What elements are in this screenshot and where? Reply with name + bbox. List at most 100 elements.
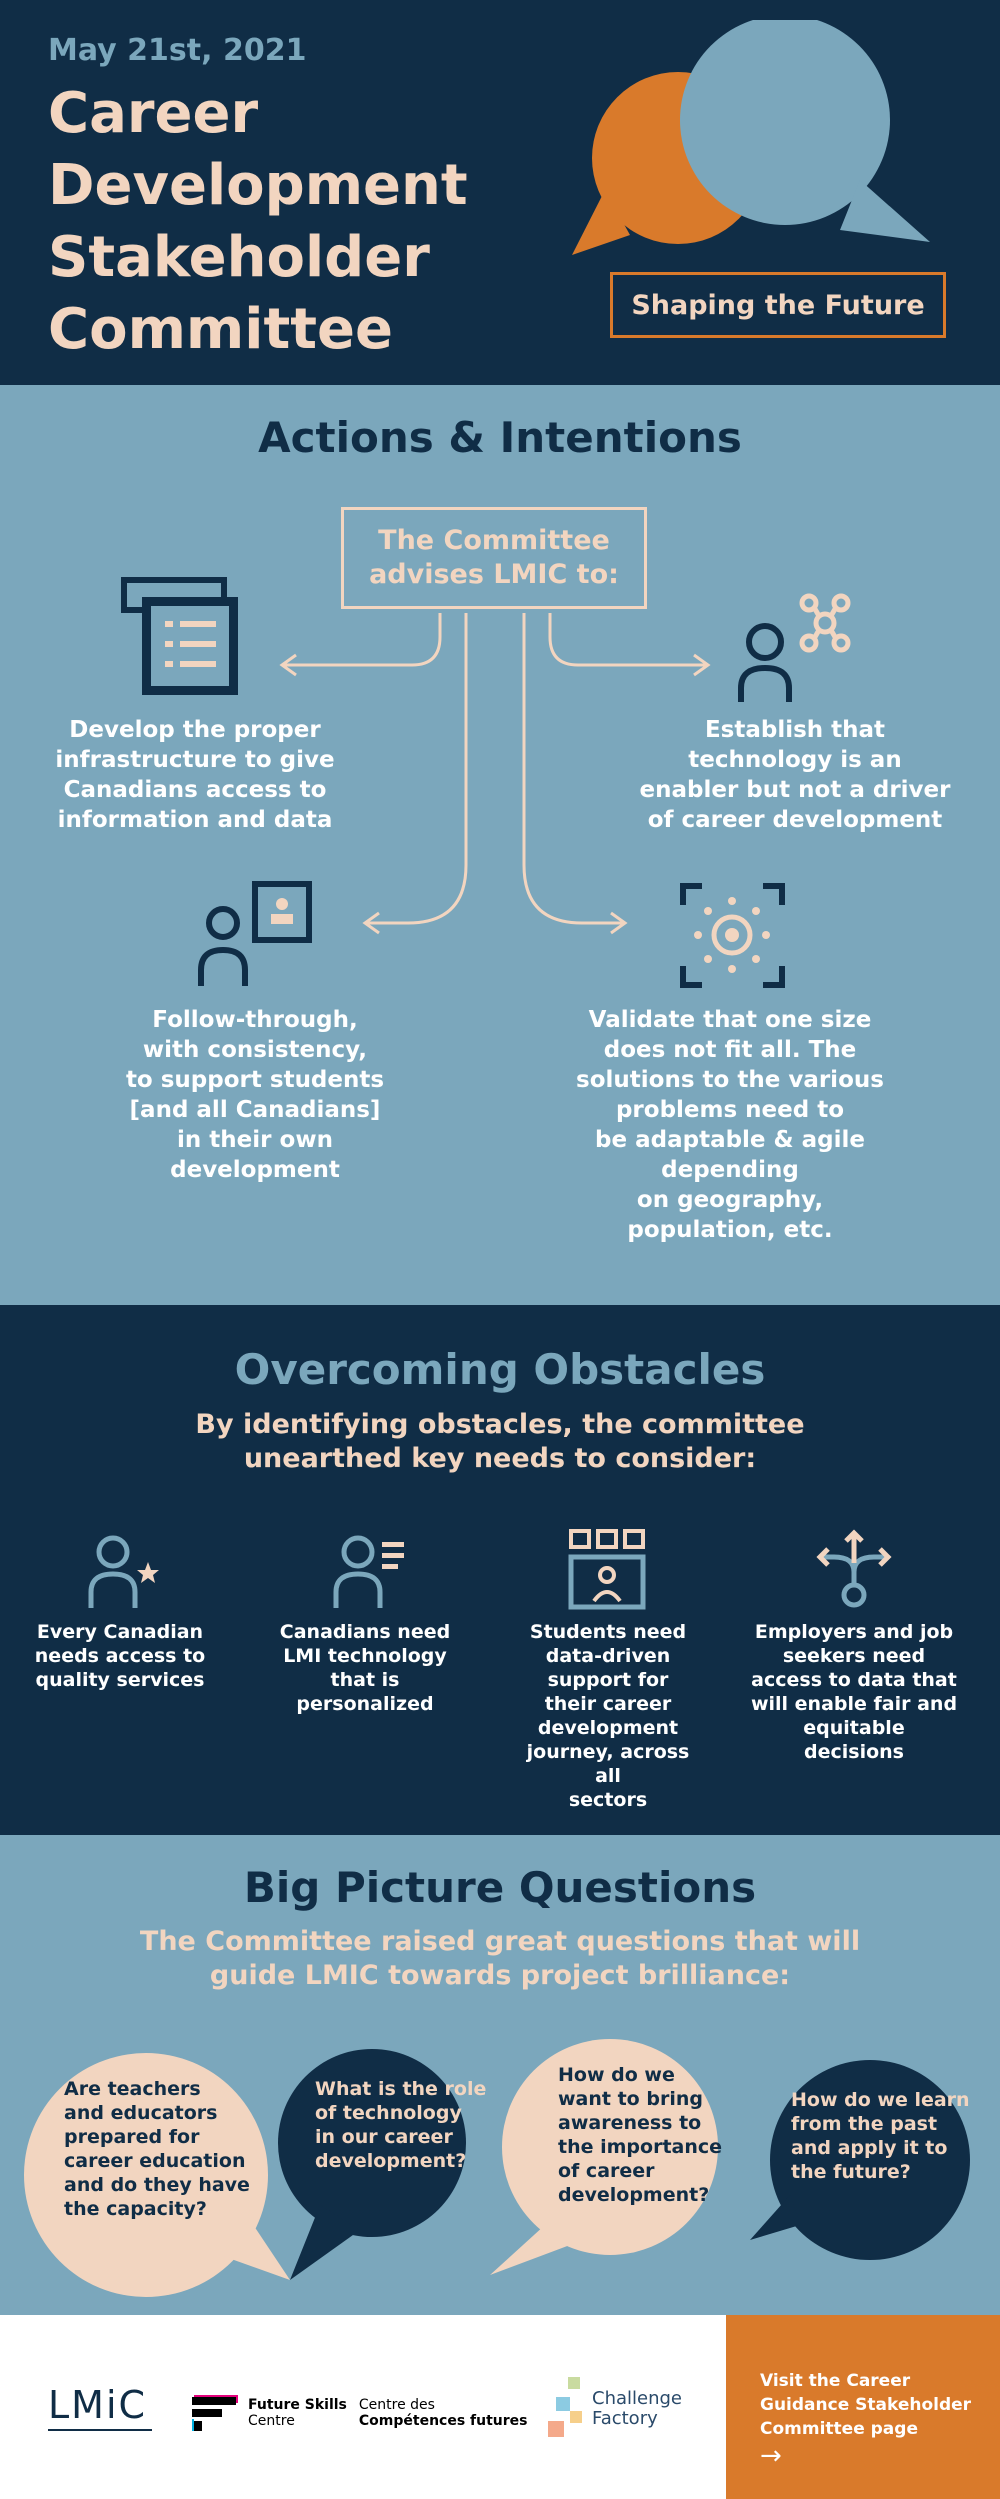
action-line: Validate that one size [588, 1007, 872, 1033]
obstacle-line: seekers need [782, 1645, 926, 1667]
question-line: and apply it to [791, 2137, 948, 2159]
future-skills-mark-icon [192, 2395, 238, 2431]
action-line: [and all Canadians] [129, 1097, 381, 1123]
question-line: awareness to [558, 2112, 702, 2134]
title-line: Career [48, 81, 259, 146]
connector-arrows [279, 613, 711, 935]
action-line: information and data [57, 807, 333, 833]
person-star-icon [88, 1535, 159, 1608]
question-line: of career [558, 2160, 655, 2182]
obstacle-line: sectors [568, 1789, 648, 1811]
header-section: May 21st, 2021 Career Development Stakeh… [0, 0, 1000, 385]
action-line: development [170, 1157, 340, 1183]
person-list-icon [333, 1535, 404, 1608]
future-skills-logo[interactable]: Future Skills Centre Centre des Compéten… [192, 2395, 528, 2431]
challenge-factory-logo[interactable]: Challenge Factory [548, 2377, 682, 2441]
action-line: population, etc. [627, 1217, 833, 1243]
obstacle-line: Employers and job [754, 1621, 954, 1643]
advises-line: advises LMIC to: [369, 559, 619, 590]
question-line: How do we learn [791, 2089, 970, 2111]
obstacle-item: Every Canadian needs access to quality s… [25, 1620, 215, 1692]
sub-line: guide LMIC towards project brilliance: [209, 1960, 791, 1991]
actions-section: Actions & Intentions The Committee advis… [0, 385, 1000, 1305]
title-line: Stakeholder [48, 225, 430, 290]
obstacle-line: journey, across all [526, 1741, 690, 1787]
obstacle-line: LMI technology [283, 1645, 447, 1667]
obstacle-line: quality services [35, 1669, 205, 1691]
action-item: Follow-through, with consistency, to sup… [90, 1005, 420, 1185]
action-item: Develop the proper infrastructure to giv… [30, 715, 360, 835]
obstacle-line: will enable fair and [750, 1693, 958, 1715]
logo-line: Centre des [358, 2397, 435, 2413]
action-line: in their own [177, 1127, 333, 1153]
cta-line: Committee page [760, 2419, 918, 2439]
action-item: Establish that technology is an enabler … [620, 715, 970, 835]
title-line: Committee [48, 297, 393, 362]
obstacle-line: support for [547, 1669, 669, 1691]
logo-line: Factory [592, 2408, 658, 2429]
action-line: does not fit all. The [603, 1037, 857, 1063]
obstacle-line: their career [544, 1693, 672, 1715]
question-line: the importance [558, 2136, 723, 2158]
challenge-factory-text: Challenge Factory [592, 2389, 682, 2429]
page-title: Career Development Stakeholder Committee [48, 78, 568, 366]
action-line: enabler but not a driver [639, 777, 951, 803]
question-line: What is the role [315, 2078, 487, 2100]
actions-heading: Actions & Intentions [258, 413, 742, 462]
obstacle-item: Canadians need LMI technology that is pe… [270, 1620, 460, 1716]
question-line: and do they have [64, 2174, 250, 2196]
action-item: Validate that one size does not fit all.… [555, 1005, 905, 1245]
question-line: development? [558, 2184, 710, 2206]
obstacle-line: that is [330, 1669, 400, 1691]
obstacle-item: Students need data-driven support for th… [513, 1620, 703, 1812]
obstacles-section: Overcoming Obstacles By identifying obst… [0, 1305, 1000, 1835]
divider [48, 2429, 152, 2431]
lmic-logo-text: LMiC [48, 2383, 148, 2427]
question-line: How do we [558, 2064, 675, 2086]
future-skills-text-fr: Centre des Compétences futures [359, 2397, 528, 2429]
obstacle-line: data-driven [545, 1645, 671, 1667]
footer-section: LMiC Future Skills Centre Centre des Com… [0, 2315, 1000, 2499]
event-date: May 21st, 2021 [48, 33, 307, 68]
questions-heading: Big Picture Questions [243, 1863, 757, 1912]
person-network-icon [738, 593, 851, 702]
advises-box: The Committee advises LMIC to: [341, 507, 647, 609]
question-line: of technology [315, 2102, 462, 2124]
action-line: Follow-through, [152, 1007, 358, 1033]
obstacle-line: Every Canadian [36, 1621, 204, 1643]
action-line: depending [661, 1157, 799, 1183]
logo-line: Centre [248, 2413, 295, 2429]
obstacle-line: Canadians need [279, 1621, 451, 1643]
question-line: the capacity? [64, 2198, 207, 2220]
action-line: technology is an [688, 747, 902, 773]
target-scan-icon [680, 883, 785, 988]
future-skills-text-en: Future Skills Centre [248, 2397, 347, 2429]
question-line: prepared for [64, 2126, 200, 2148]
lmic-logo[interactable]: LMiC [48, 2383, 152, 2431]
person-id-card-icon [198, 881, 312, 986]
action-line: problems need to [615, 1097, 845, 1123]
question-bubble: What is the role of technology in our ca… [315, 2077, 486, 2173]
challenge-factory-mark-icon [548, 2377, 582, 2437]
committee-page-link[interactable]: Visit the Career Guidance Stakeholder Co… [726, 2315, 1000, 2499]
action-line: of career development [647, 807, 943, 833]
obstacles-heading: Overcoming Obstacles [234, 1345, 766, 1394]
question-bubble: How do we learn from the past and apply … [791, 2088, 970, 2184]
document-list-icon [121, 577, 238, 695]
sub-line: The Committee raised great questions tha… [139, 1926, 861, 1957]
obstacle-line: Students need [529, 1621, 687, 1643]
tagline-box: Shaping the Future [610, 272, 946, 338]
question-line: the future? [791, 2161, 911, 2183]
cta-text: Visit the Career Guidance Stakeholder Co… [760, 2369, 971, 2471]
obstacle-line: equitable decisions [803, 1717, 905, 1763]
action-line: to support students [125, 1067, 385, 1093]
sub-line: By identifying obstacles, the committee [195, 1409, 805, 1440]
obstacle-line: needs access to [34, 1645, 206, 1667]
cta-line: Visit the Career [760, 2371, 911, 2391]
obstacle-line: personalized [296, 1693, 434, 1715]
action-line: solutions to the various [576, 1067, 884, 1093]
title-line: Development [48, 153, 468, 218]
advises-line: The Committee [378, 525, 610, 556]
logo-line: Future Skills [248, 2397, 347, 2413]
question-line: career education [64, 2150, 246, 2172]
